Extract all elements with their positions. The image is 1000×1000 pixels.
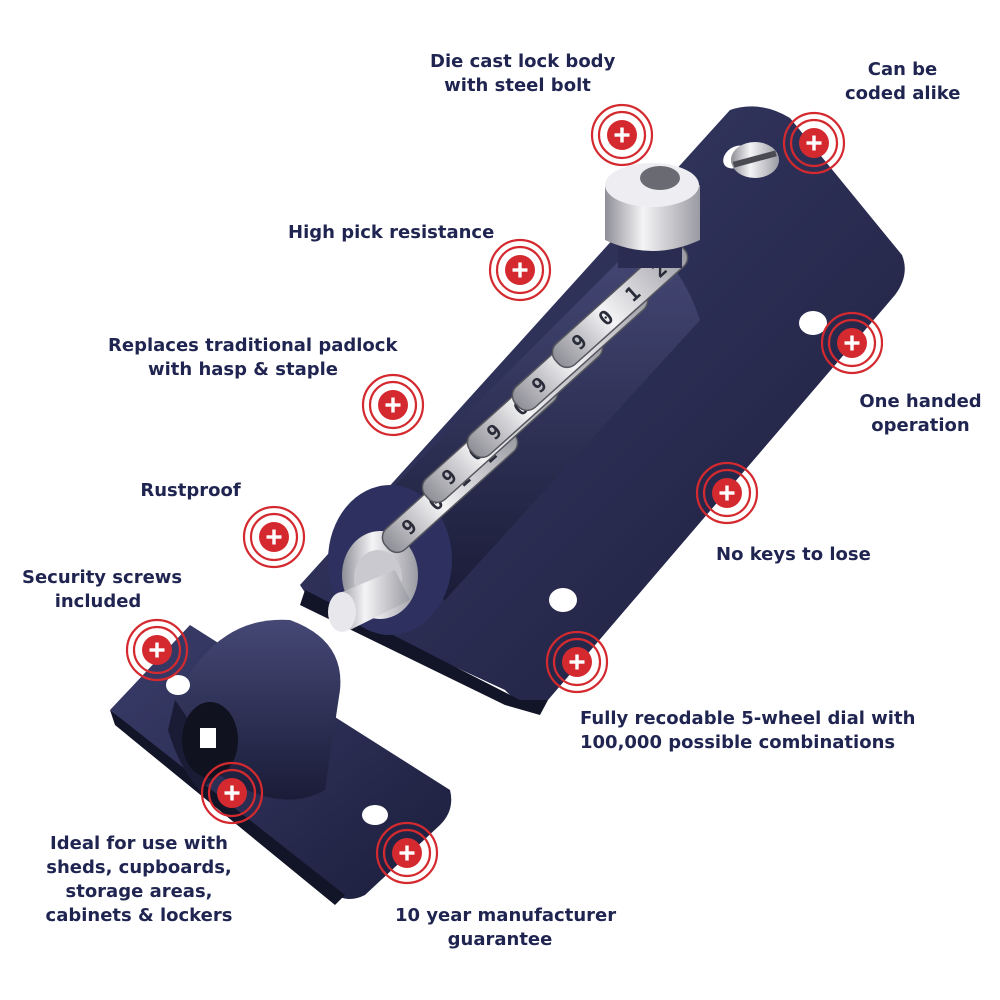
hotspot-no-keys[interactable] xyxy=(695,461,759,525)
label-ideal-use: Ideal for use with sheds, cupboards, sto… xyxy=(45,833,233,926)
label-one-handed: One handed operation xyxy=(859,391,982,436)
plus-icon xyxy=(242,505,306,569)
plus-icon xyxy=(590,103,654,167)
staple-keeper xyxy=(110,619,452,905)
label-security-screws: Security screws included xyxy=(22,567,183,612)
label-replaces-padlock: Replaces traditional padlock with hasp &… xyxy=(108,335,398,380)
plus-icon xyxy=(695,461,759,525)
label-die-cast: Die cast lock body with steel bolt xyxy=(430,51,616,96)
top-knob xyxy=(605,163,700,268)
label-rustproof: Rustproof xyxy=(140,480,241,501)
hotspot-coded-alike[interactable] xyxy=(782,111,846,175)
hotspot-rustproof[interactable] xyxy=(242,505,306,569)
steel-bolt xyxy=(328,570,410,632)
plus-icon xyxy=(361,373,425,437)
combination-dials: 90129012901290129012 xyxy=(381,241,689,554)
label-recodable: Fully recodable 5-wheel dial with 100,00… xyxy=(580,708,916,753)
plus-icon xyxy=(820,311,884,375)
plus-icon xyxy=(488,238,552,302)
hotspot-ideal-use[interactable] xyxy=(200,761,264,825)
label-coded-alike: Can be coded alike xyxy=(845,59,961,104)
plus-icon xyxy=(782,111,846,175)
hotspot-security-screws[interactable] xyxy=(125,618,189,682)
label-pick-resistance: High pick resistance xyxy=(288,222,495,243)
plus-icon xyxy=(200,761,264,825)
plus-icon xyxy=(375,821,439,885)
hotspot-one-handed[interactable] xyxy=(820,311,884,375)
label-no-keys: No keys to lose xyxy=(716,544,871,565)
hotspot-die-cast[interactable] xyxy=(590,103,654,167)
hotspot-guarantee[interactable] xyxy=(375,821,439,885)
hotspot-pick-resistance[interactable] xyxy=(488,238,552,302)
label-guarantee: 10 year manufacturer guarantee xyxy=(395,905,617,950)
screw-head xyxy=(731,142,779,178)
plus-icon xyxy=(125,618,189,682)
plus-icon xyxy=(545,630,609,694)
hotspot-recodable[interactable] xyxy=(545,630,609,694)
hotspot-replaces-padlock[interactable] xyxy=(361,373,425,437)
